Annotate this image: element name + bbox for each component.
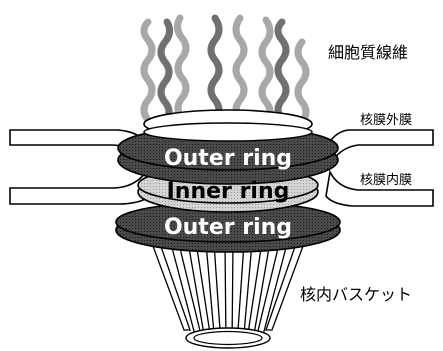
inner-nuclear-membrane-label: 核膜内膜 (360, 172, 412, 188)
outer-ring-top (117, 122, 339, 185)
outer-ring-bottom (115, 201, 341, 253)
outer-ring-top-label: Outer ring (164, 146, 292, 171)
nuclear-envelope (9, 129, 434, 207)
cytoplasmic-filaments-label: 細胞質線維 (328, 43, 408, 62)
cytoplasmic-filaments (140, 14, 310, 126)
inner-ring-label: Inner ring (167, 179, 290, 204)
nuclear-basket-label: 核内バスケット (300, 285, 412, 304)
outer-ring-bottom-label: Outer ring (164, 215, 292, 240)
outer-nuclear-membrane-label: 核膜外膜 (360, 113, 412, 128)
nuclear-basket (149, 237, 307, 349)
